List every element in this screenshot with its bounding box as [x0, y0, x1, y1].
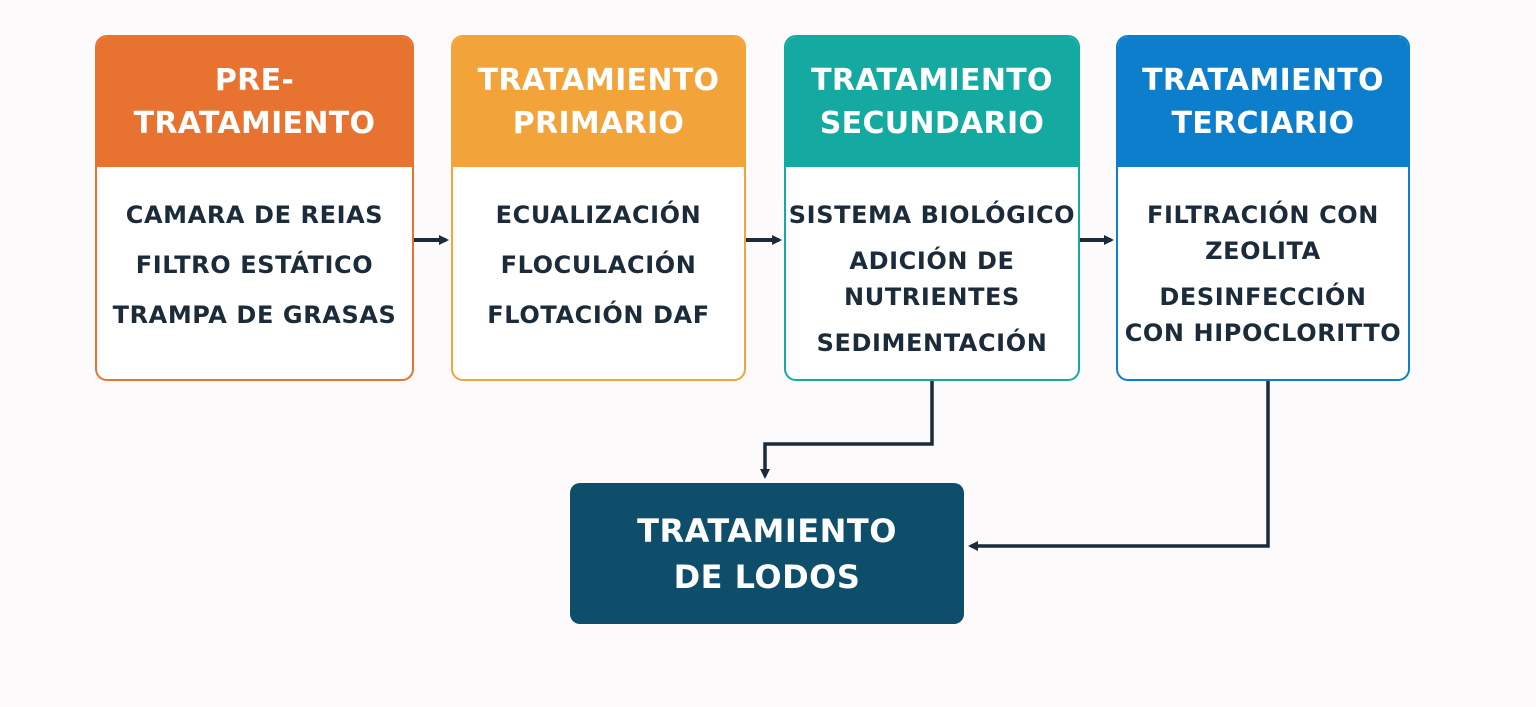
stage-title-line: TERCIARIO [1171, 106, 1355, 141]
stage-item-line: SISTEMA BIOLÓGICO [788, 201, 1076, 229]
stage-item-line: FLOTACIÓN DAF [487, 301, 710, 329]
stage-items: ECUALIZACIÓN FLOCULACIÓN FLOTACIÓN DAF [453, 167, 744, 347]
stage-item-line: FILTRO ESTÁTICO [135, 251, 374, 279]
stage-item: SEDIMENTACIÓN [817, 325, 1048, 361]
stage-title-line: TRATAMIENTO [1142, 63, 1384, 98]
stage-item-line: TRAMPA DE GRASAS [112, 301, 397, 329]
stage-title: TRATAMIENTO SECUNDARIO [786, 37, 1078, 167]
stage-item: FILTRACIÓN CON ZEOLITA [1147, 197, 1379, 269]
stage-title: TRATAMIENTO TERCIARIO [1118, 37, 1408, 167]
stage-items: CAMARA DE REIAS FILTRO ESTÁTICO TRAMPA D… [97, 167, 412, 347]
stage-item-line: NUTRIENTES [844, 283, 1020, 311]
stage-item-line: ADICIÓN DE [849, 247, 1015, 275]
stage-title: TRATAMIENTO PRIMARIO [453, 37, 744, 167]
stage-item: FILTRO ESTÁTICO [136, 247, 373, 283]
stage-title-line: PRE-TRATAMIENTO [133, 63, 376, 141]
stage-item: DESINFECCIÓN CON HIPOCLORITTO [1125, 279, 1402, 351]
stage-item: SISTEMA BIOLÓGICO [789, 197, 1075, 233]
stage-box-tratamiento-primario: TRATAMIENTO PRIMARIO ECUALIZACIÓN FLOCUL… [451, 35, 746, 381]
stage-box-pre-tratamiento: PRE-TRATAMIENTO CAMARA DE REIAS FILTRO E… [95, 35, 414, 381]
stage-item: FLOTACIÓN DAF [487, 297, 709, 333]
stage-items: SISTEMA BIOLÓGICO ADICIÓN DE NUTRIENTES … [786, 167, 1078, 371]
sludge-treatment-box: TRATAMIENTO DE LODOS [570, 483, 964, 624]
stage-items: FILTRACIÓN CON ZEOLITA DESINFECCIÓN CON … [1118, 167, 1408, 361]
sludge-title-line: DE LODOS [673, 557, 861, 596]
stage-item-line: CON HIPOCLORITTO [1124, 319, 1402, 347]
stage-item-line: DESINFECCIÓN [1159, 283, 1367, 311]
stage-title-line: SECUNDARIO [819, 106, 1045, 141]
stage-item: CAMARA DE REIAS [126, 197, 383, 233]
stage-title-line: TRATAMIENTO [811, 63, 1053, 98]
sludge-title-line: TRATAMIENTO [637, 511, 897, 550]
stage-item: TRAMPA DE GRASAS [113, 297, 397, 333]
stage-item-line: SEDIMENTACIÓN [816, 329, 1048, 357]
stage-box-tratamiento-secundario: TRATAMIENTO SECUNDARIO SISTEMA BIOLÓGICO… [784, 35, 1080, 381]
stage-box-tratamiento-terciario: TRATAMIENTO TERCIARIO FILTRACIÓN CON ZEO… [1116, 35, 1410, 381]
stage-item-line: FILTRACIÓN CON [1147, 201, 1379, 229]
stage-item: ECUALIZACIÓN [496, 197, 702, 233]
stage-item: FLOCULACIÓN [501, 247, 697, 283]
stage-item: ADICIÓN DE NUTRIENTES [844, 243, 1020, 315]
stage-item-line: FLOCULACIÓN [500, 251, 697, 279]
arrow-terciario-to-lodos [968, 381, 1270, 551]
stage-title: PRE-TRATAMIENTO [97, 37, 412, 167]
stage-item-line: ECUALIZACIÓN [495, 201, 702, 229]
stage-title-line: PRIMARIO [512, 106, 685, 141]
stage-item-line: ZEOLITA [1205, 237, 1321, 265]
arrow-secundario-to-lodos [760, 381, 934, 479]
stage-item-line: CAMARA DE REIAS [125, 201, 384, 229]
stage-title-line: TRATAMIENTO [477, 63, 720, 98]
